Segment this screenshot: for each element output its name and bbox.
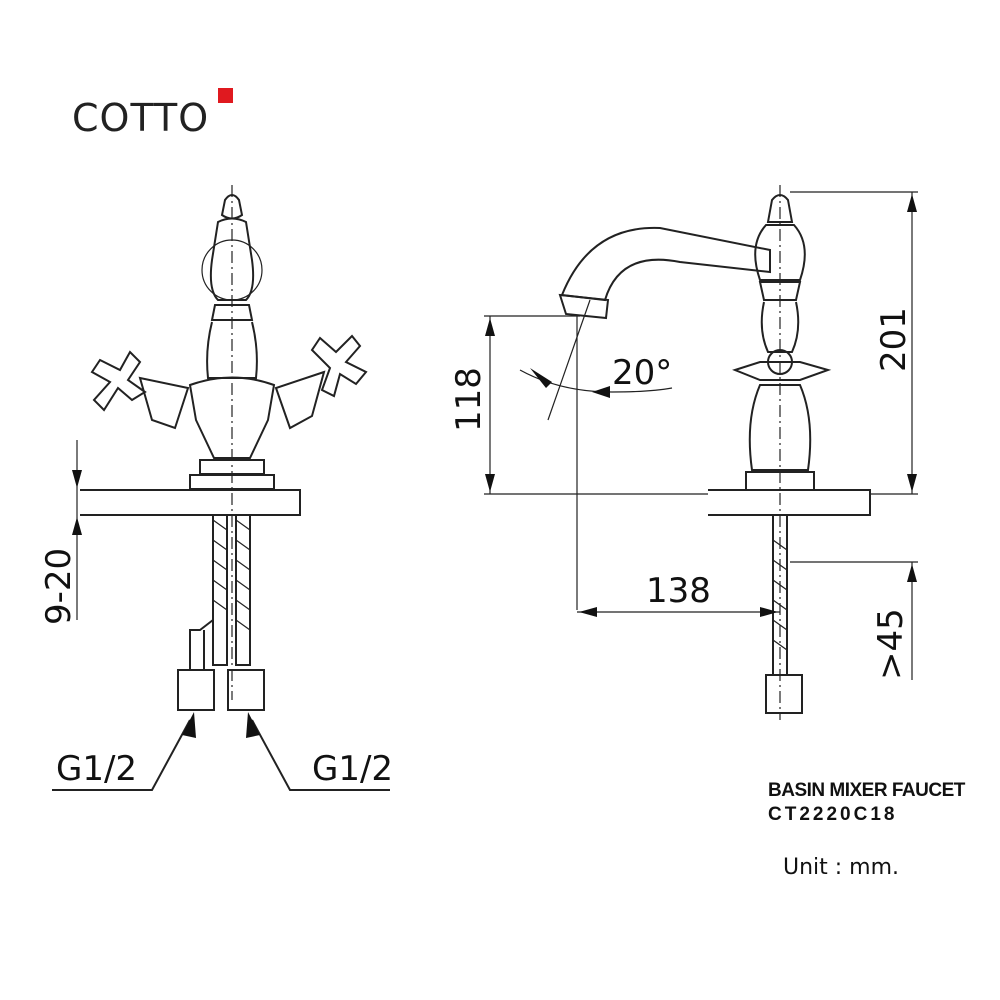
cotto-logo: COTTO bbox=[72, 96, 210, 140]
dim-inlet-left: G1/2 bbox=[56, 749, 137, 789]
dim-hose-clearance: >45 bbox=[871, 608, 911, 680]
product-title: BASIN MIXER FAUCET bbox=[768, 780, 965, 801]
front-view bbox=[52, 185, 390, 791]
dim-spout-height: 118 bbox=[449, 367, 489, 432]
logo-red-square bbox=[218, 88, 233, 103]
dim-deck-thickness: 9-20 bbox=[39, 548, 79, 625]
dim-total-height: 201 bbox=[874, 307, 914, 372]
unit-label: Unit : mm. bbox=[783, 855, 900, 880]
product-model: CT2220C18 bbox=[768, 804, 898, 825]
dim-inlet-right: G1/2 bbox=[312, 749, 393, 789]
dim-spout-angle: 20° bbox=[612, 353, 672, 393]
side-view bbox=[484, 185, 918, 720]
dim-spout-reach: 138 bbox=[646, 571, 711, 611]
